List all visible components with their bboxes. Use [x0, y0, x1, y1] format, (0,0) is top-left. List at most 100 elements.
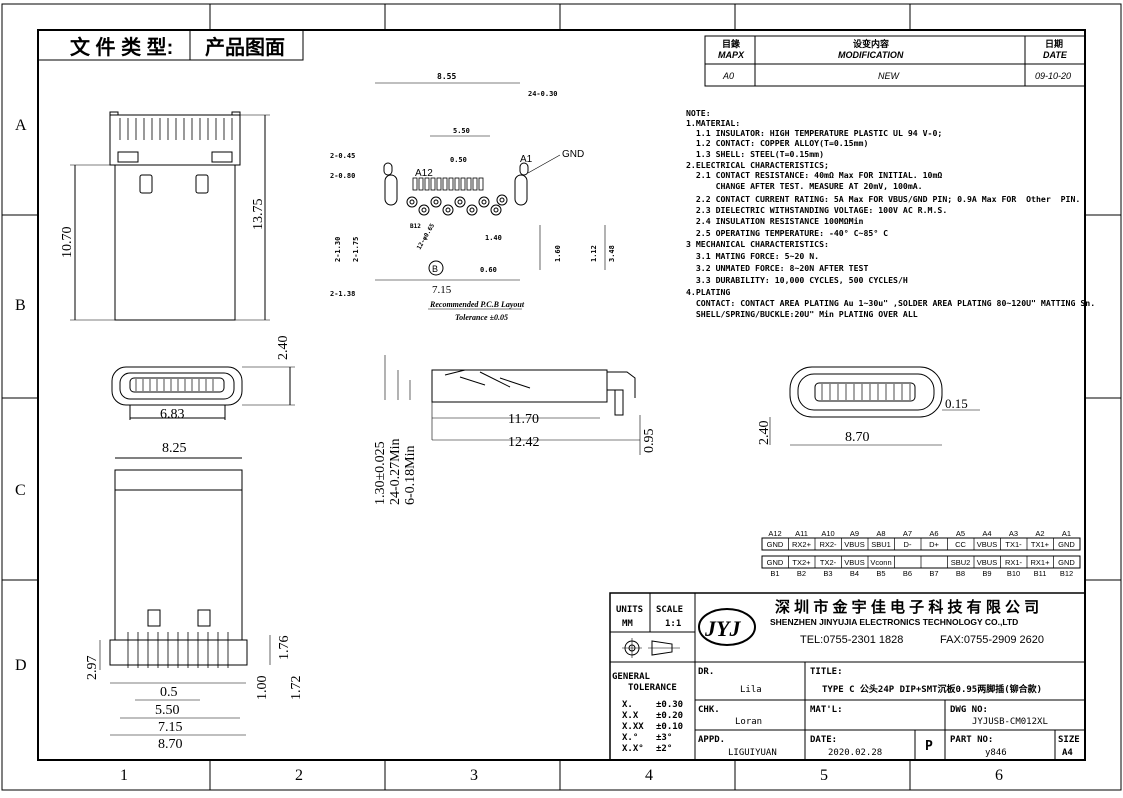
general-tol: GENERAL	[612, 672, 651, 682]
pcb-label-a1: A1	[520, 154, 533, 165]
dim-pcb-1-60: 1.60	[554, 245, 562, 262]
tol-key: X.X°	[622, 744, 644, 754]
col-label-4: 4	[645, 767, 653, 784]
tol-value: ±2°	[656, 744, 672, 754]
pin-signal-bottom: VBUS	[977, 558, 997, 567]
dim-plan-1-76: 1.76	[277, 636, 292, 661]
note-line: 3.3 DURABILITY: 10,000 CYCLES, 500 CYCLE…	[686, 275, 908, 285]
dim-plan-8-70: 8.70	[158, 737, 183, 752]
doc-type-label: 文 件 类 型:	[70, 35, 173, 59]
pin-label-top: A8	[876, 529, 885, 538]
zone-dividers	[2, 4, 1121, 790]
pin-label-top: A2	[1035, 529, 1044, 538]
pinout-table: A12 A11 A10 A9 A8 A7 A6 A5 A4 A3 A2 A1 G…	[761, 529, 1081, 578]
dim-plan-7-15: 7.15	[158, 720, 183, 735]
pcb-label-a12: A12	[415, 168, 433, 179]
dim-front-height: 10.70	[60, 227, 75, 259]
pin-label-top: A6	[929, 529, 938, 538]
date-label: DATE:	[810, 735, 837, 745]
part-value: y846	[985, 748, 1007, 758]
company-fax: FAX:0755-2909 2620	[940, 634, 1044, 646]
dim-side-v3: 6-0.18Min	[403, 446, 418, 506]
note-line: 1.3 SHELL: STEEL(T=0.15mm)	[686, 149, 824, 159]
company-logo-icon	[698, 608, 756, 646]
tol-value: ±3°	[656, 733, 672, 743]
dim-pcb-2-0-45: 2-0.45	[330, 152, 355, 160]
dim-end-width: 6.83	[160, 407, 185, 422]
dim-right-8-70: 8.70	[845, 430, 870, 445]
inner-border	[37, 29, 1086, 761]
pin-label-top: A5	[956, 529, 965, 538]
pin-signal-bottom: GND	[1058, 558, 1075, 567]
dim-pcb-2-0-80: 2-0.80	[330, 172, 355, 180]
note-line: 1.MATERIAL:	[686, 118, 740, 128]
end-view: 2.40 6.83	[111, 336, 295, 422]
pin-signal-top: GND	[1058, 540, 1075, 549]
pcb-label-b12: B12	[410, 223, 421, 230]
chk-label: CHK.	[698, 705, 720, 715]
pin-label-bottom: B4	[850, 569, 859, 578]
pin-signal-bottom: VBUS	[844, 558, 864, 567]
dim-plan-0-5: 0.5	[160, 685, 178, 700]
units-value: MM	[622, 619, 633, 629]
dim-pcb-3-48: 3.48	[608, 245, 616, 262]
pin-signal-top: RX2+	[792, 540, 812, 549]
pin-label-bottom: B12	[1060, 569, 1073, 578]
dim-pcb-2-1-38: 2-1.38	[330, 290, 355, 298]
pin-signal-top: SBU1	[871, 540, 891, 549]
tolerance-label: TOLERANCE	[628, 683, 677, 693]
dim-pcb-1-12: 1.12	[590, 245, 598, 262]
note-line: 2.4 INSULATION RESISTANCE 100MΩMin	[686, 216, 864, 226]
note-line: 2.2 CONTACT CURRENT RATING: 5A Max FOR V…	[686, 194, 1080, 204]
note-line: 2.3 DIELECTRIC WITHSTANDING VOLTAGE: 100…	[686, 205, 947, 215]
pin-label-bottom: B2	[797, 569, 806, 578]
pin-label-top: A4	[982, 529, 991, 538]
pin-label-bottom: B5	[876, 569, 885, 578]
rev-head-mark-en: MAPX	[718, 50, 745, 60]
pin-signal-bottom: GND	[767, 558, 784, 567]
dim-pcb-5-50: 5.50	[453, 127, 470, 135]
tol-key: X.	[622, 700, 633, 710]
pin-label-bottom: B9	[982, 569, 991, 578]
pin-signal-top: CC	[955, 540, 966, 549]
pin-signal-top: RX2-	[819, 540, 837, 549]
appd-label: APPD.	[698, 735, 725, 745]
pin-label-bottom: B1	[770, 569, 779, 578]
doc-type-box	[37, 29, 304, 61]
dim-right-0-15: 0.15	[945, 396, 968, 411]
dwg-label: DWG NO:	[950, 705, 988, 715]
company-tel: TEL:0755-2301 1828	[800, 634, 903, 646]
pin-label-top: A10	[821, 529, 834, 538]
pin-label-top: A7	[903, 529, 912, 538]
dim-pcb-2-1-75: 2-1.75	[352, 237, 360, 262]
note-line: SHELL/SPRING/BUCKLE:20U" Min PLATING OVE…	[686, 309, 918, 319]
revision-table: 目錄 MAPX 设变内容 MODIFICATION 日期 DATE A0 NEW…	[704, 35, 1086, 87]
pcb-layout: 8.55 24-0.30 5.50 0.50 2-0.45 2-0.80 2-1…	[330, 72, 616, 322]
page-mark: P	[925, 739, 933, 754]
pin-label-bottom: B3	[823, 569, 832, 578]
chk-value: Loran	[735, 717, 762, 727]
pin-signal-top: TX1+	[1031, 540, 1050, 549]
note-line: 2.ELECTRICAL CHARACTERISTICS;	[686, 160, 829, 170]
tol-value: ±0.30	[656, 700, 683, 710]
pin-label-top: A1	[1062, 529, 1071, 538]
row-label-c: C	[15, 482, 26, 499]
rev-date: 09-10-20	[1035, 71, 1071, 81]
outer-border	[1, 3, 1122, 791]
row-label-d: D	[15, 657, 27, 674]
dr-value: Lila	[740, 685, 762, 695]
units-label: UNITS	[616, 605, 643, 615]
pin-signal-bottom: SBU2	[951, 558, 971, 567]
dim-pcb-0-60: 0.60	[480, 266, 497, 274]
pin-label-top: A9	[850, 529, 859, 538]
pin-label-top: A11	[795, 529, 808, 538]
dim-pcb-1-40: 1.40	[485, 234, 502, 242]
dwg-value: JYJUSB-CM012XL	[972, 717, 1048, 727]
size-value: A4	[1062, 748, 1073, 758]
title-label: TITLE:	[810, 667, 843, 677]
tol-key: X.XX	[622, 722, 644, 732]
rev-mark: A0	[722, 71, 734, 81]
dim-plan-2-97: 2.97	[85, 656, 100, 681]
projection-symbol-icon	[622, 638, 680, 658]
